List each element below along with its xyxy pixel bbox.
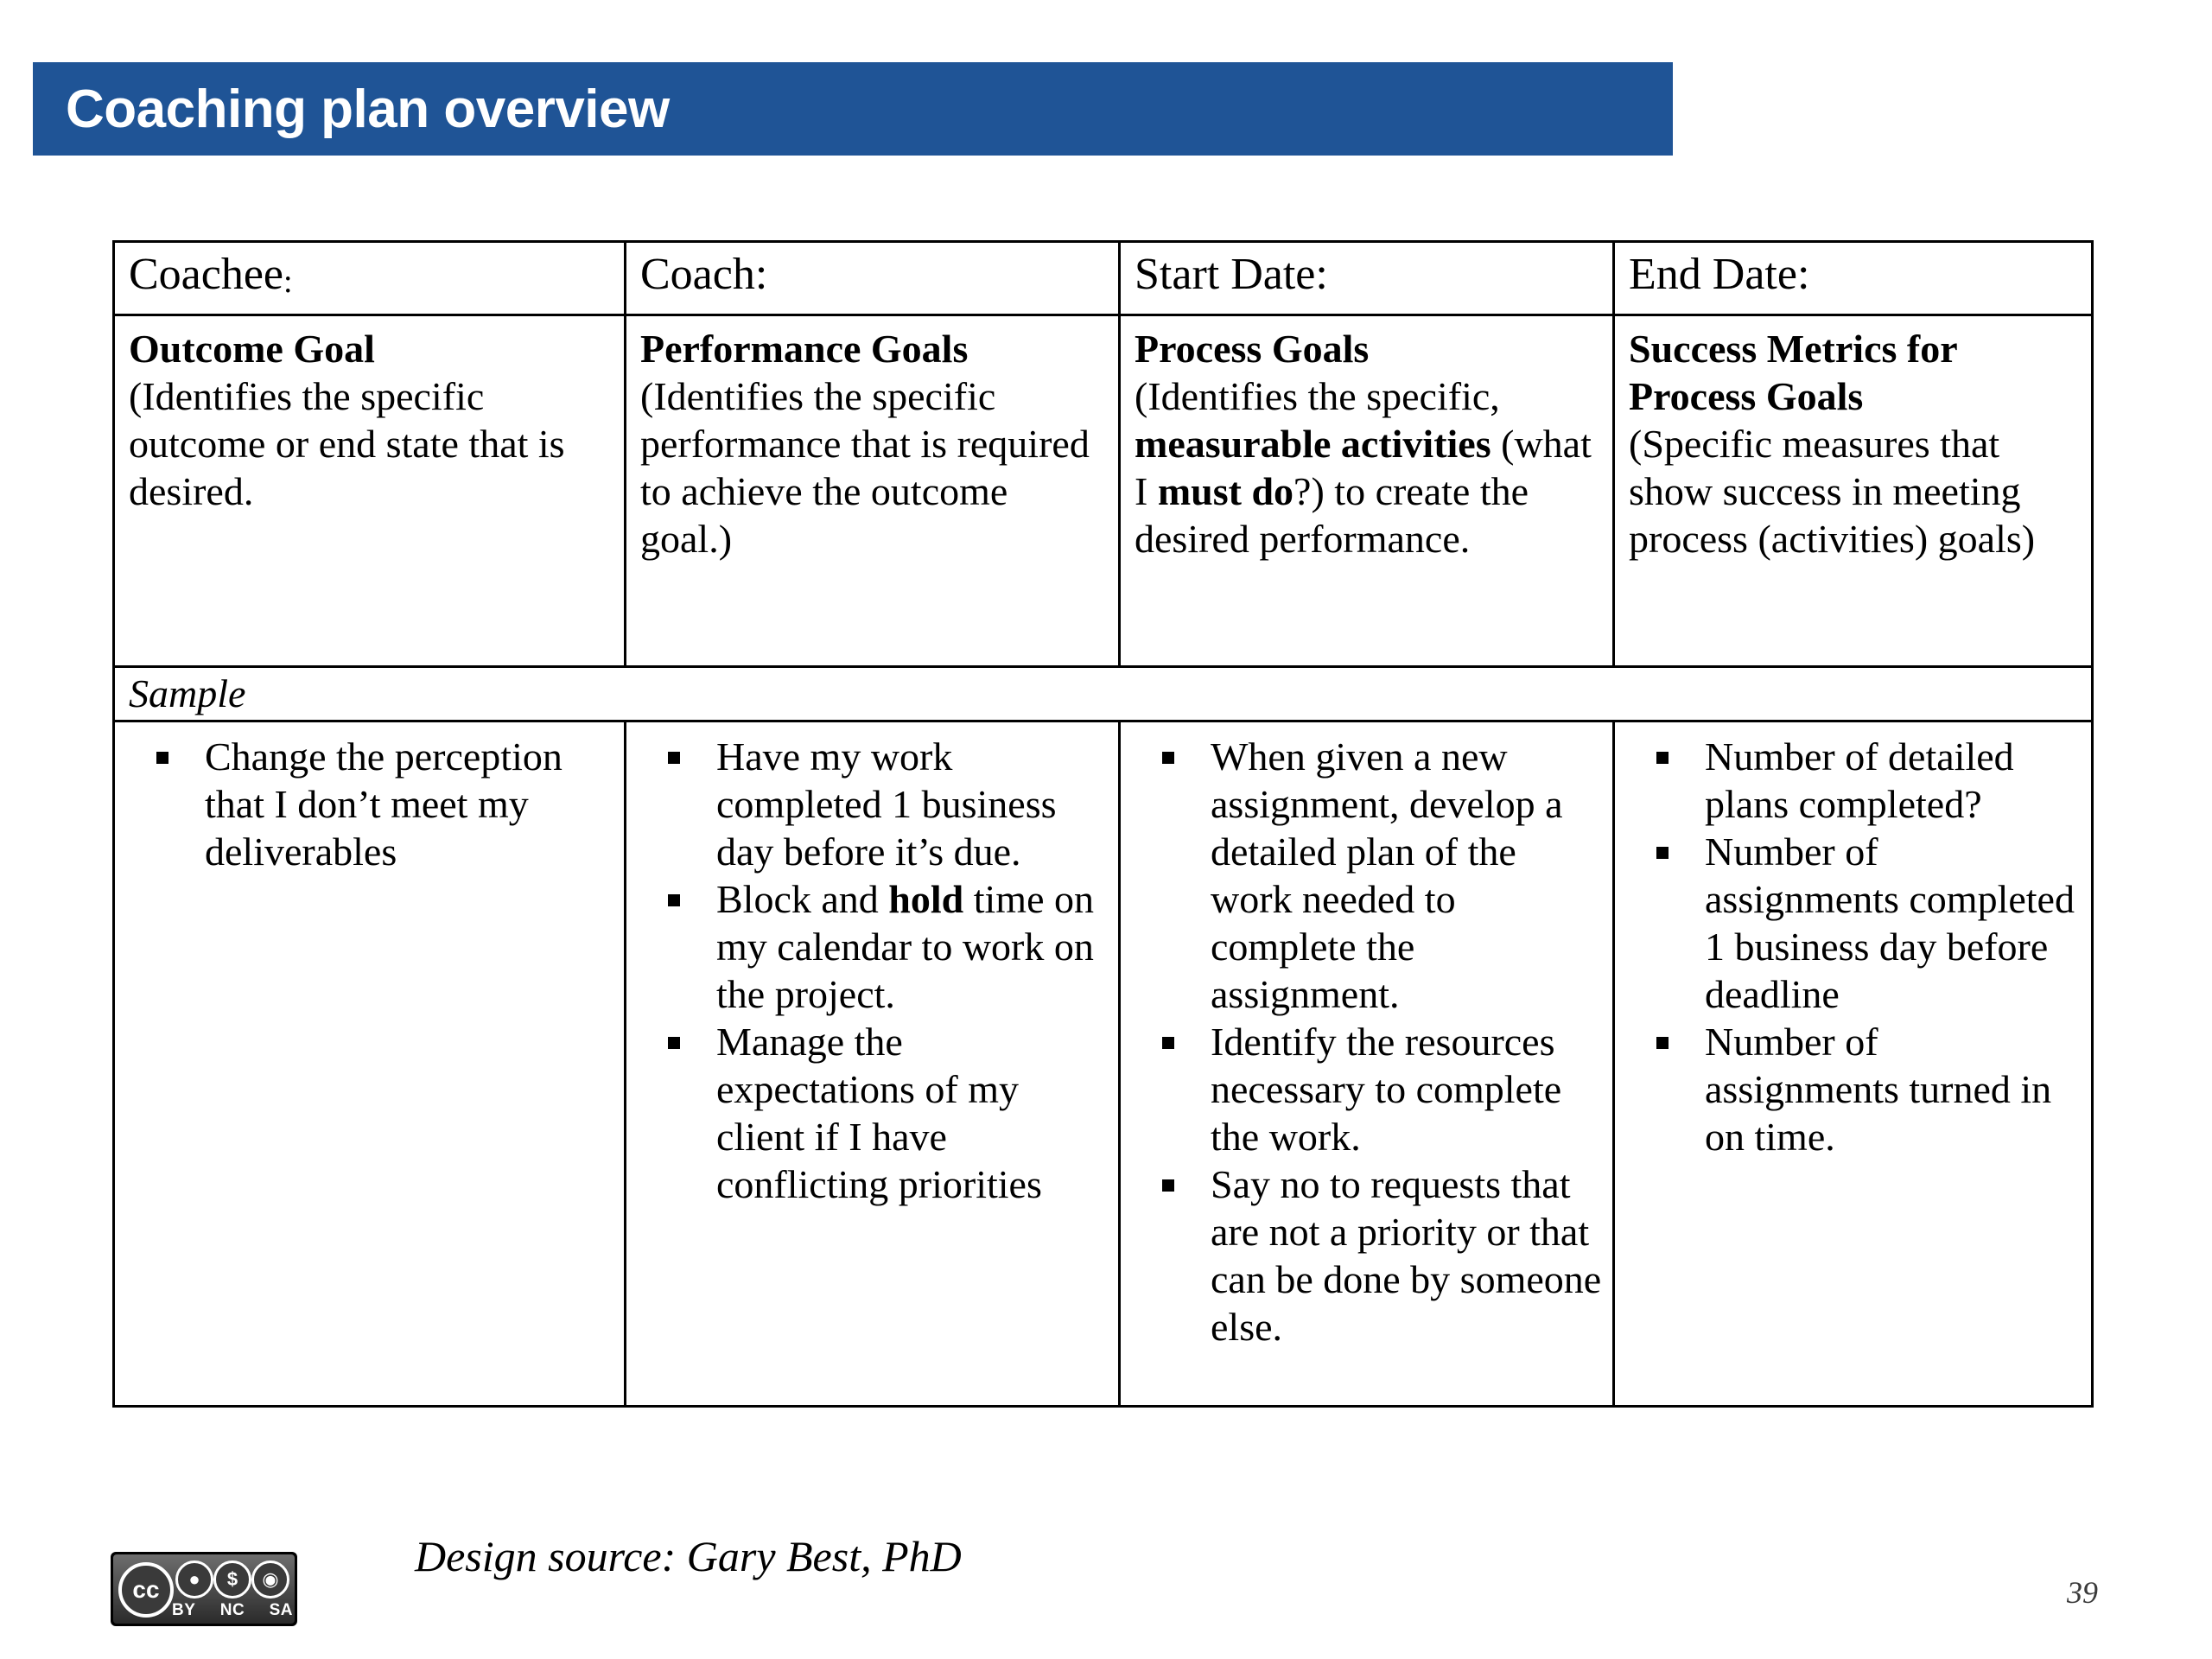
list-item: Change the perception that I don’t meet …: [156, 733, 613, 875]
cc-term-by: BY: [172, 1601, 196, 1619]
definition-cell-success-metrics: Success Metrics for Process Goals (Speci…: [1612, 314, 2094, 668]
list-item: Block and hold time on my calendar to wo…: [668, 875, 1108, 1018]
list-item: Identify the resources necessary to comp…: [1162, 1018, 1602, 1160]
performance-goals-description: (Identifies the specific performance tha…: [640, 374, 1090, 561]
outcome-goal-description: (Identifies the specific outcome or end …: [129, 374, 565, 513]
cc-terms-strip: BY NC SA: [172, 1599, 293, 1622]
performance-goals-bullet-list: Have my work completed 1 business day be…: [626, 722, 1118, 1218]
list-item: Number of detailed plans completed?: [1656, 733, 2081, 828]
start-date-label: Start Date:: [1135, 250, 1328, 299]
process-goals-title: Process Goals: [1135, 327, 1370, 371]
outcome-goal-bullet-list: Change the perception that I don’t meet …: [115, 722, 624, 886]
header-cell-coachee[interactable]: Coachee:: [112, 240, 626, 316]
success-metrics-title: Success Metrics for Process Goals: [1629, 327, 1957, 418]
coaching-plan-table: Coachee: Coach: Start Date: End Date: Ou…: [112, 240, 2094, 1408]
list-item: Say no to requests that are not a priori…: [1162, 1162, 1602, 1349]
performance-goals-definition: Performance Goals (Identifies the specif…: [626, 316, 1118, 571]
sample-label: Sample: [129, 671, 246, 715]
coachee-colon: :: [283, 264, 293, 300]
sample-cell-outcome-goal: Change the perception that I don’t meet …: [112, 720, 626, 1408]
page-title: Coaching plan overview: [66, 79, 670, 139]
outcome-goal-definition: Outcome Goal (Identifies the specific ou…: [115, 316, 624, 524]
sample-cell-process-goals: When given a new assignment, develop a d…: [1118, 720, 1615, 1408]
cc-mark-icon: cc: [118, 1562, 174, 1618]
cc-term-sa: SA: [269, 1601, 293, 1619]
process-goals-desc-part-2: (what I: [1135, 422, 1592, 513]
table-sample-content-row: Change the perception that I don’t meet …: [112, 720, 2094, 1408]
success-metrics-bullet-list: Number of detailed plans completed? Numb…: [1615, 722, 2091, 1171]
definition-cell-outcome-goal: Outcome Goal (Identifies the specific ou…: [112, 314, 626, 668]
definition-cell-process-goals: Process Goals (Identifies the specific, …: [1118, 314, 1615, 668]
cc-by-person-icon: ●: [175, 1560, 213, 1599]
success-metrics-definition: Success Metrics for Process Goals (Speci…: [1615, 316, 2091, 571]
cc-nc-dollar-icon: $: [213, 1560, 251, 1599]
cc-badge-inner: cc ● $ ◉ BY NC SA: [113, 1554, 295, 1624]
process-goals-desc-bold-1: measurable activities: [1135, 422, 1491, 466]
design-source-credit: Design source: Gary Best, PhD: [415, 1532, 962, 1580]
bold-emphasis: hold: [888, 877, 964, 921]
process-goals-desc-bold-2: must do: [1157, 469, 1294, 513]
end-date-label: End Date:: [1629, 250, 1810, 299]
cc-term-nc: NC: [219, 1601, 245, 1619]
table-definition-row: Outcome Goal (Identifies the specific ou…: [112, 314, 2094, 668]
cc-sa-share-icon: ◉: [251, 1560, 289, 1599]
process-goals-bullet-list: When given a new assignment, develop a d…: [1121, 722, 1612, 1361]
header-cell-coach[interactable]: Coach:: [624, 240, 1121, 316]
creative-commons-license-icon[interactable]: cc ● $ ◉ BY NC SA: [111, 1552, 297, 1626]
sample-cell-performance-goals: Have my work completed 1 business day be…: [624, 720, 1121, 1408]
definition-cell-performance-goals: Performance Goals (Identifies the specif…: [624, 314, 1121, 668]
slide-title-bar: Coaching plan overview: [33, 62, 1673, 156]
table-sample-label-row: Sample: [112, 665, 2094, 722]
list-item: Manage the expectations of my client if …: [668, 1018, 1108, 1208]
page-number: 39: [2067, 1575, 2098, 1610]
table-header-row: Coachee: Coach: Start Date: End Date:: [112, 240, 2094, 316]
list-item: Number of assignments turned in on time.: [1656, 1018, 2081, 1160]
list-item: Number of assignments completed 1 busine…: [1656, 828, 2081, 1018]
process-goals-desc-part-3: ?) to create the desired performance.: [1135, 469, 1529, 561]
coach-label: Coach:: [640, 250, 768, 299]
coachee-label: Coachee:: [129, 250, 293, 300]
outcome-goal-title: Outcome Goal: [129, 327, 375, 371]
process-goals-desc-part-1: (Identifies the specific,: [1135, 374, 1500, 418]
header-cell-end-date[interactable]: End Date:: [1612, 240, 2094, 316]
sample-row-cell: Sample: [112, 665, 2094, 722]
process-goals-definition: Process Goals (Identifies the specific, …: [1121, 316, 1612, 571]
header-cell-start-date[interactable]: Start Date:: [1118, 240, 1615, 316]
sample-cell-success-metrics: Number of detailed plans completed? Numb…: [1612, 720, 2094, 1408]
list-item: When given a new assignment, develop a d…: [1162, 733, 1602, 1018]
list-item: Have my work completed 1 business day be…: [668, 733, 1108, 875]
success-metrics-description: (Specific measures that show success in …: [1629, 422, 2036, 561]
performance-goals-title: Performance Goals: [640, 327, 969, 371]
